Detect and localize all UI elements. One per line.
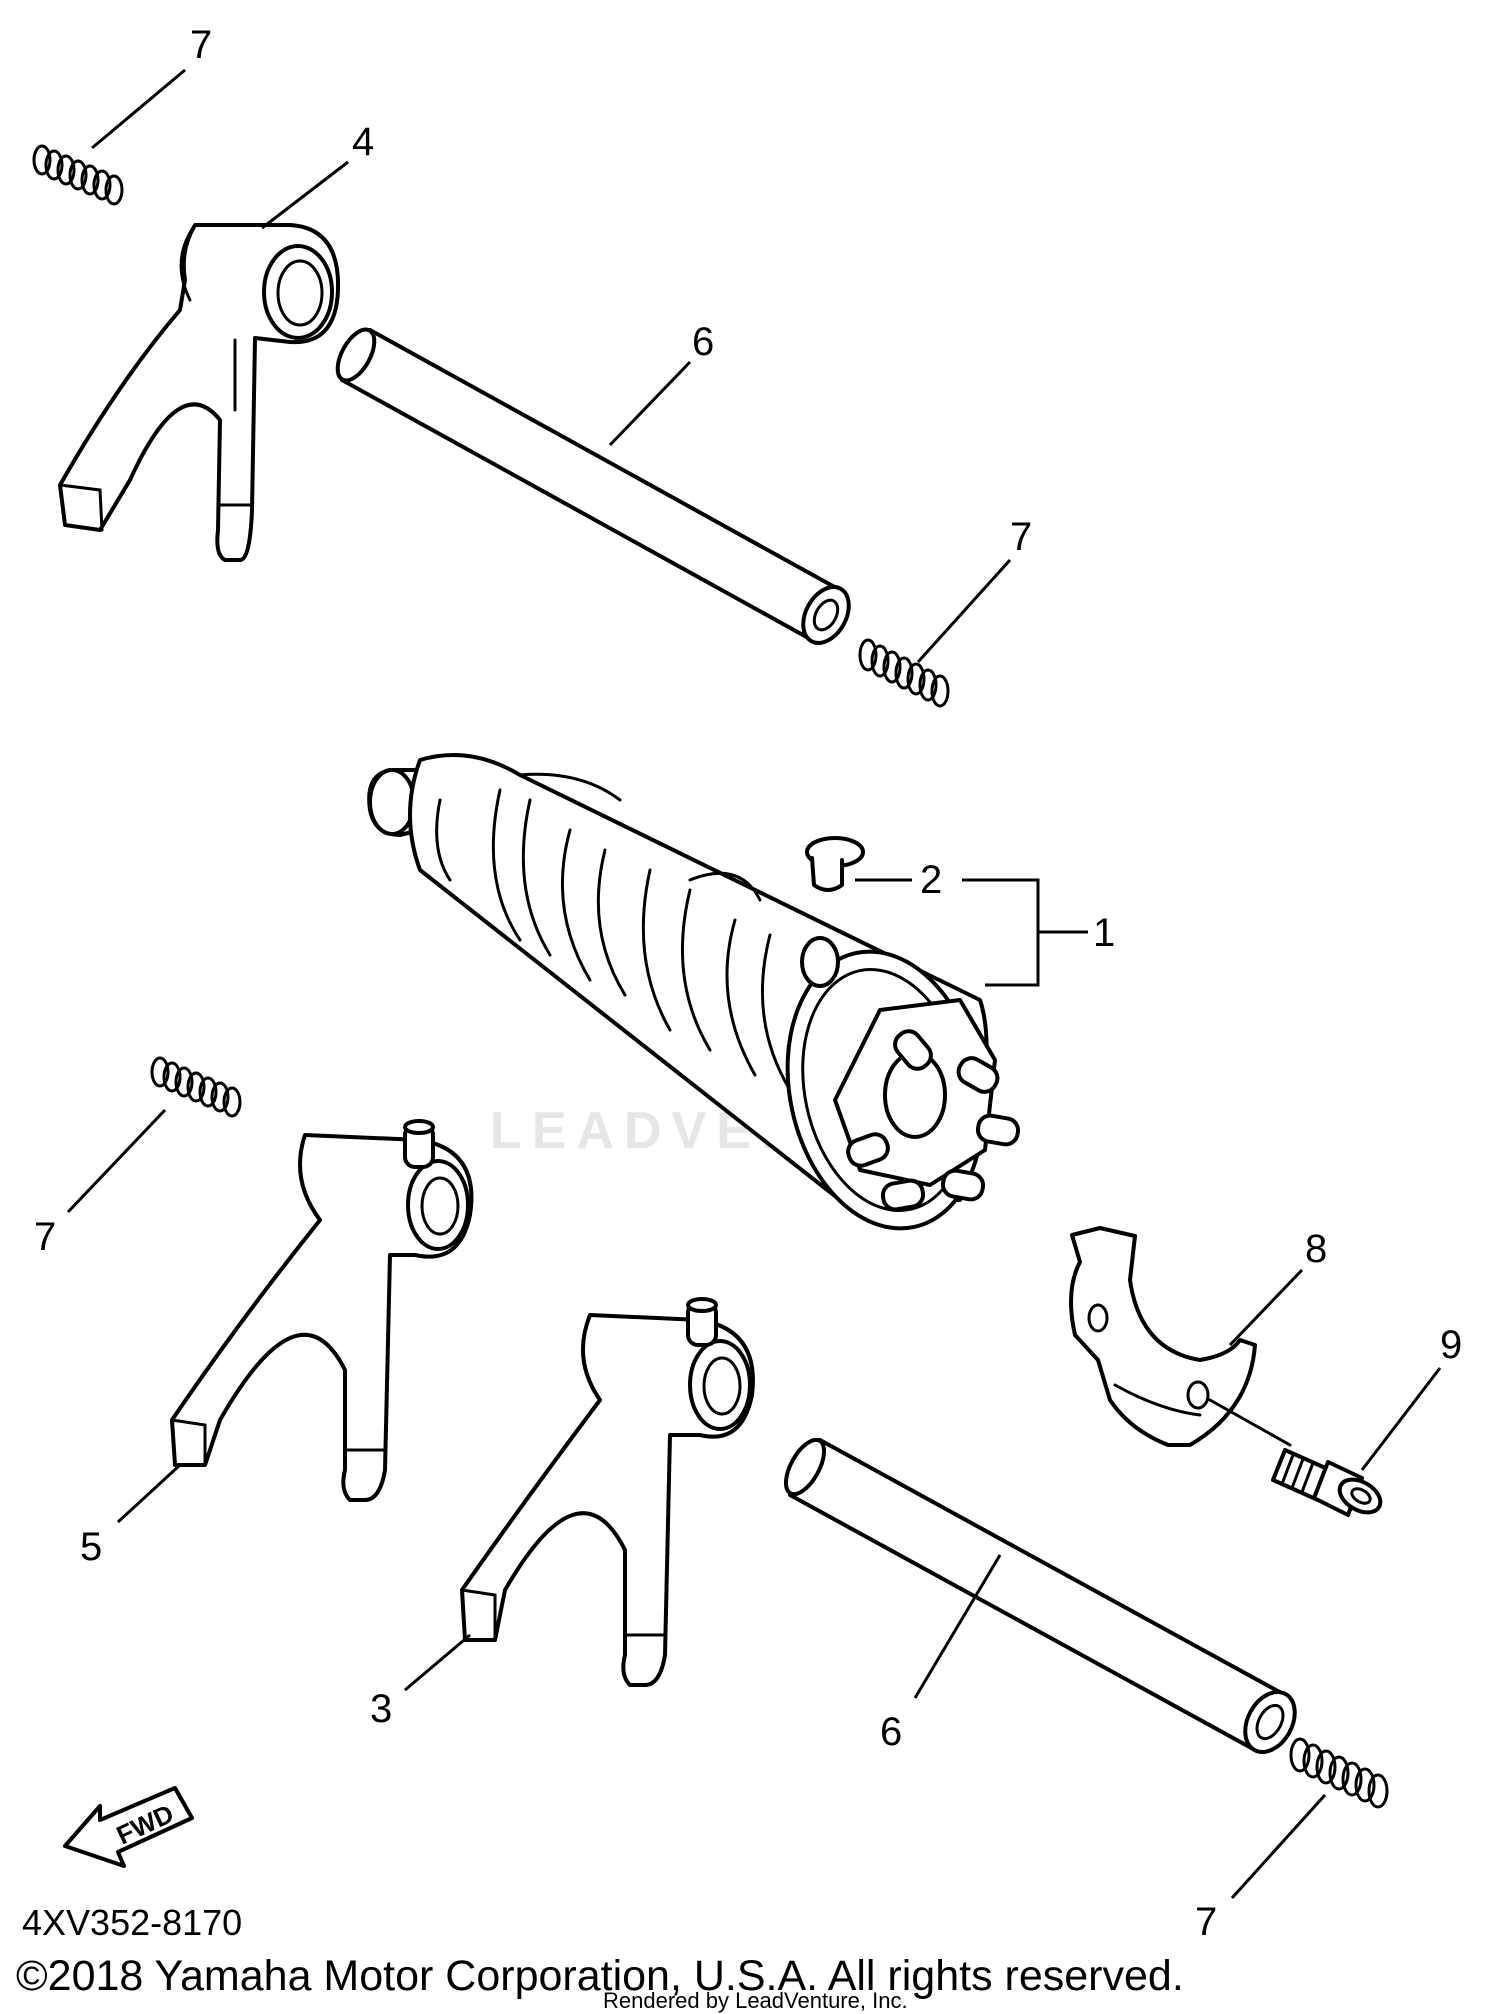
stopper-plate [1069, 1226, 1257, 1447]
forward-arrow-icon: FWD [63, 1786, 194, 1868]
callout-shaft-top: 6 [692, 320, 714, 364]
callout-spring-top-right: 7 [1010, 515, 1032, 559]
shift-shaft-bottom [783, 1437, 1297, 1754]
spring-bottom-right [1230, 1737, 1389, 1900]
callout-spring-mid-left: 7 [34, 1215, 56, 1259]
shift-fork-top [58, 223, 341, 562]
spring-mid-left [66, 1056, 242, 1214]
drum-pin [805, 836, 865, 892]
rendered-by-credit: Rendered by LeadVenture, Inc. [603, 1988, 908, 2013]
shift-fork-left [170, 1119, 474, 1502]
callout-pin: 2 [920, 858, 942, 902]
callout-stopper: 8 [1305, 1227, 1327, 1271]
part-code: 4XV352-8170 [22, 1902, 242, 1943]
callout-spring-top-left: 7 [190, 23, 212, 67]
bolt [1208, 1398, 1383, 1517]
callout-bolt: 9 [1440, 1323, 1462, 1367]
spring-top-right [858, 558, 1012, 708]
callout-fork-center: 3 [370, 1687, 392, 1731]
callout-fork-top: 4 [352, 120, 374, 164]
callout-shaft-bottom: 6 [880, 1710, 902, 1754]
shift-drum [367, 753, 1021, 1231]
copyright-notice: ©2018 Yamaha Motor Corporation, U.S.A. A… [16, 1952, 1184, 2000]
spring-top-left [32, 68, 186, 206]
shift-shaft-top [335, 327, 851, 645]
callout-drum-assembly: 1 [1093, 911, 1115, 955]
callout-spring-bottom-right: 7 [1195, 1900, 1217, 1944]
shift-fork-center [460, 1297, 755, 1687]
callout-fork-left: 5 [80, 1525, 102, 1569]
